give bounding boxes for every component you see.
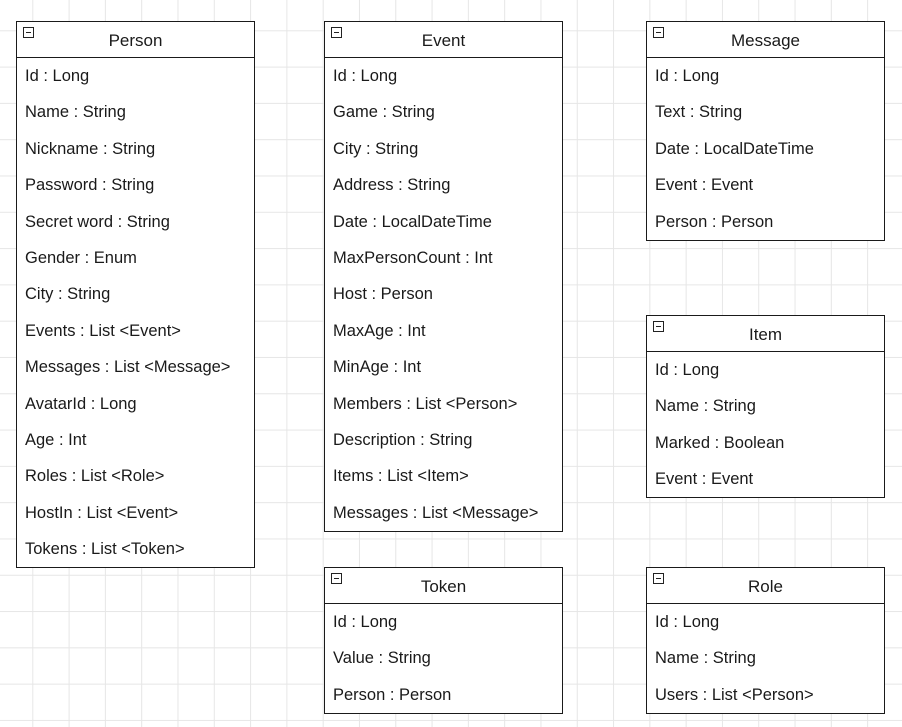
attribute: Nickname : String <box>25 139 156 158</box>
attribute: Id : Long <box>333 67 398 85</box>
attribute-list: Id : Long Name : String Marked : Boolean… <box>647 352 884 498</box>
attribute: City : String <box>333 139 419 158</box>
attribute: Roles : List <Role> <box>25 467 165 486</box>
attribute-list: Id : Long Name : String Users : List <Pe… <box>647 604 884 713</box>
collapse-icon[interactable] <box>331 27 342 38</box>
attribute: Name : String <box>25 103 126 122</box>
attribute: Event : Event <box>655 470 754 489</box>
entity-header: Person <box>17 22 254 58</box>
attribute: Events : List <Event> <box>25 321 181 340</box>
attribute: Tokens : List <Token> <box>25 540 185 559</box>
attribute: MinAge : Int <box>333 358 422 377</box>
attribute: Id : Long <box>655 67 720 85</box>
entity-header: Role <box>647 568 884 604</box>
attribute: MaxPersonCount : Int <box>333 248 493 267</box>
attribute: Id : Long <box>655 613 720 631</box>
attribute-list: Id : Long Value : String Person : Person <box>325 604 562 713</box>
attribute: Name : String <box>655 397 756 416</box>
collapse-icon[interactable] <box>331 573 342 584</box>
attribute: Event : Event <box>655 176 754 195</box>
attribute: Messages : List <Message> <box>333 503 539 522</box>
attribute: City : String <box>25 285 111 304</box>
entity-title: Event <box>421 31 466 50</box>
collapse-icon[interactable] <box>23 27 34 38</box>
attribute: Id : Long <box>655 361 720 379</box>
attribute-list: Id : Long Name : String Nickname : Strin… <box>17 58 254 567</box>
attribute: Items : List <Item> <box>333 467 469 486</box>
attribute: Value : String <box>333 649 431 668</box>
attribute: Address : String <box>333 176 451 195</box>
attribute: Age : Int <box>25 430 87 449</box>
attribute: Id : Long <box>333 613 398 631</box>
entity-person[interactable]: Person Id : Long Name : String Nickname … <box>16 21 255 568</box>
attribute: Person : Person <box>333 685 452 704</box>
entity-title: Role <box>748 577 783 596</box>
entity-token[interactable]: Token Id : Long Value : String Person : … <box>324 567 563 714</box>
collapse-icon[interactable] <box>653 321 664 332</box>
entity-header: Token <box>325 568 562 604</box>
collapse-icon[interactable] <box>653 573 664 584</box>
attribute: Password : String <box>25 176 155 195</box>
entity-title: Token <box>420 577 467 596</box>
attribute: Person : Person <box>655 212 774 231</box>
attribute: Users : List <Person> <box>655 685 814 704</box>
attribute: Gender : Enum <box>25 248 137 267</box>
attribute: Date : LocalDateTime <box>655 139 814 158</box>
entity-title: Item <box>748 325 783 344</box>
entity-header: Message <box>647 22 884 58</box>
attribute-list: Id : Long Text : String Date : LocalDate… <box>647 58 884 240</box>
attribute: MaxAge : Int <box>333 321 426 340</box>
attribute: Marked : Boolean <box>655 433 785 452</box>
collapse-icon[interactable] <box>653 27 664 38</box>
attribute: Host : Person <box>333 285 433 304</box>
entity-header: Item <box>647 316 884 352</box>
attribute: HostIn : List <Event> <box>25 503 179 522</box>
entity-title: Person <box>108 31 163 50</box>
attribute: Id : Long <box>25 67 90 85</box>
entity-role[interactable]: Role Id : Long Name : String Users : Lis… <box>646 567 885 714</box>
attribute-list: Id : Long Game : String City : String Ad… <box>325 58 562 531</box>
attribute: Messages : List <Message> <box>25 358 231 377</box>
attribute: Description : String <box>333 430 473 449</box>
attribute: Text : String <box>655 103 743 122</box>
entity-event[interactable]: Event Id : Long Game : String City : Str… <box>324 21 563 532</box>
attribute: Secret word : String <box>25 212 170 231</box>
attribute: Date : LocalDateTime <box>333 212 492 231</box>
entity-header: Event <box>325 22 562 58</box>
entity-message[interactable]: Message Id : Long Text : String Date : L… <box>646 21 885 241</box>
entity-title: Message <box>731 31 800 50</box>
attribute: AvatarId : Long <box>25 394 137 413</box>
attribute: Members : List <Person> <box>333 394 518 413</box>
attribute: Name : String <box>655 649 756 668</box>
attribute: Game : String <box>333 103 435 122</box>
entity-item[interactable]: Item Id : Long Name : String Marked : Bo… <box>646 315 885 498</box>
